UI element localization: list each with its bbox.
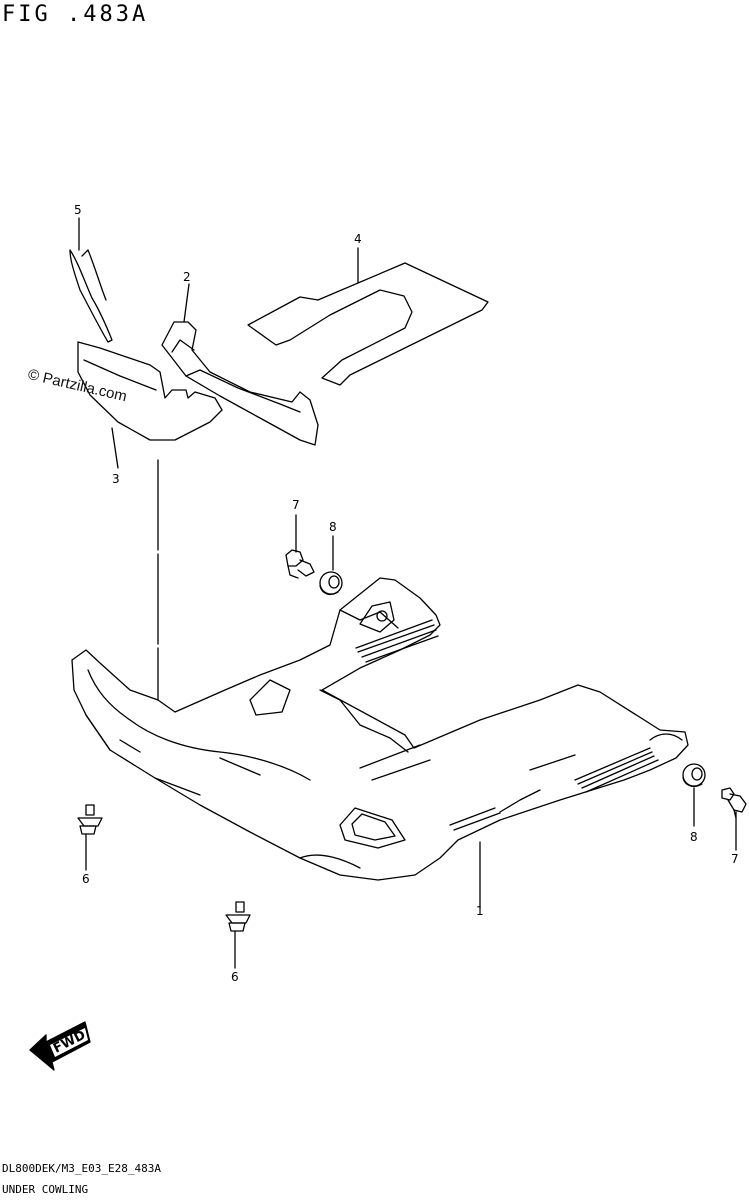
- part-2-cover[interactable]: [161, 321, 319, 446]
- part-8-grommet-upper[interactable]: [319, 571, 343, 596]
- part-6-clip-lower[interactable]: [225, 901, 251, 932]
- part-7-screw-upper[interactable]: [285, 549, 315, 579]
- callout-1: 1: [476, 904, 484, 918]
- callout-8-upper: 8: [329, 520, 337, 534]
- footer-name: UNDER COWLING: [2, 1183, 89, 1196]
- callout-6-left: 6: [82, 872, 90, 886]
- callout-4: 4: [354, 232, 362, 246]
- footer-code: DL800DEK/M3_E03_E28_483A: [2, 1162, 161, 1175]
- part-1-under-cowling[interactable]: [71, 577, 689, 881]
- callout-7-lower: 7: [731, 852, 739, 866]
- part-5-bracket[interactable]: [69, 249, 113, 343]
- callout-8-lower: 8: [690, 830, 698, 844]
- callout-3: 3: [112, 472, 120, 486]
- part-3-insulator[interactable]: [77, 341, 223, 441]
- part-8-grommet-lower[interactable]: [682, 763, 706, 788]
- fwd-arrow-icon: FWD: [29, 1021, 91, 1071]
- part-6-clip-left[interactable]: [77, 804, 103, 835]
- leader-2: [183, 283, 190, 323]
- figure-title: FIG .483A: [2, 2, 149, 27]
- part-4-pad[interactable]: [247, 262, 489, 386]
- callout-2: 2: [183, 270, 191, 284]
- callout-5: 5: [74, 203, 82, 217]
- part-7-screw-lower[interactable]: [721, 787, 747, 819]
- callout-6-lower: 6: [231, 970, 239, 984]
- callout-7-upper: 7: [292, 498, 300, 512]
- leader-3: [111, 427, 119, 469]
